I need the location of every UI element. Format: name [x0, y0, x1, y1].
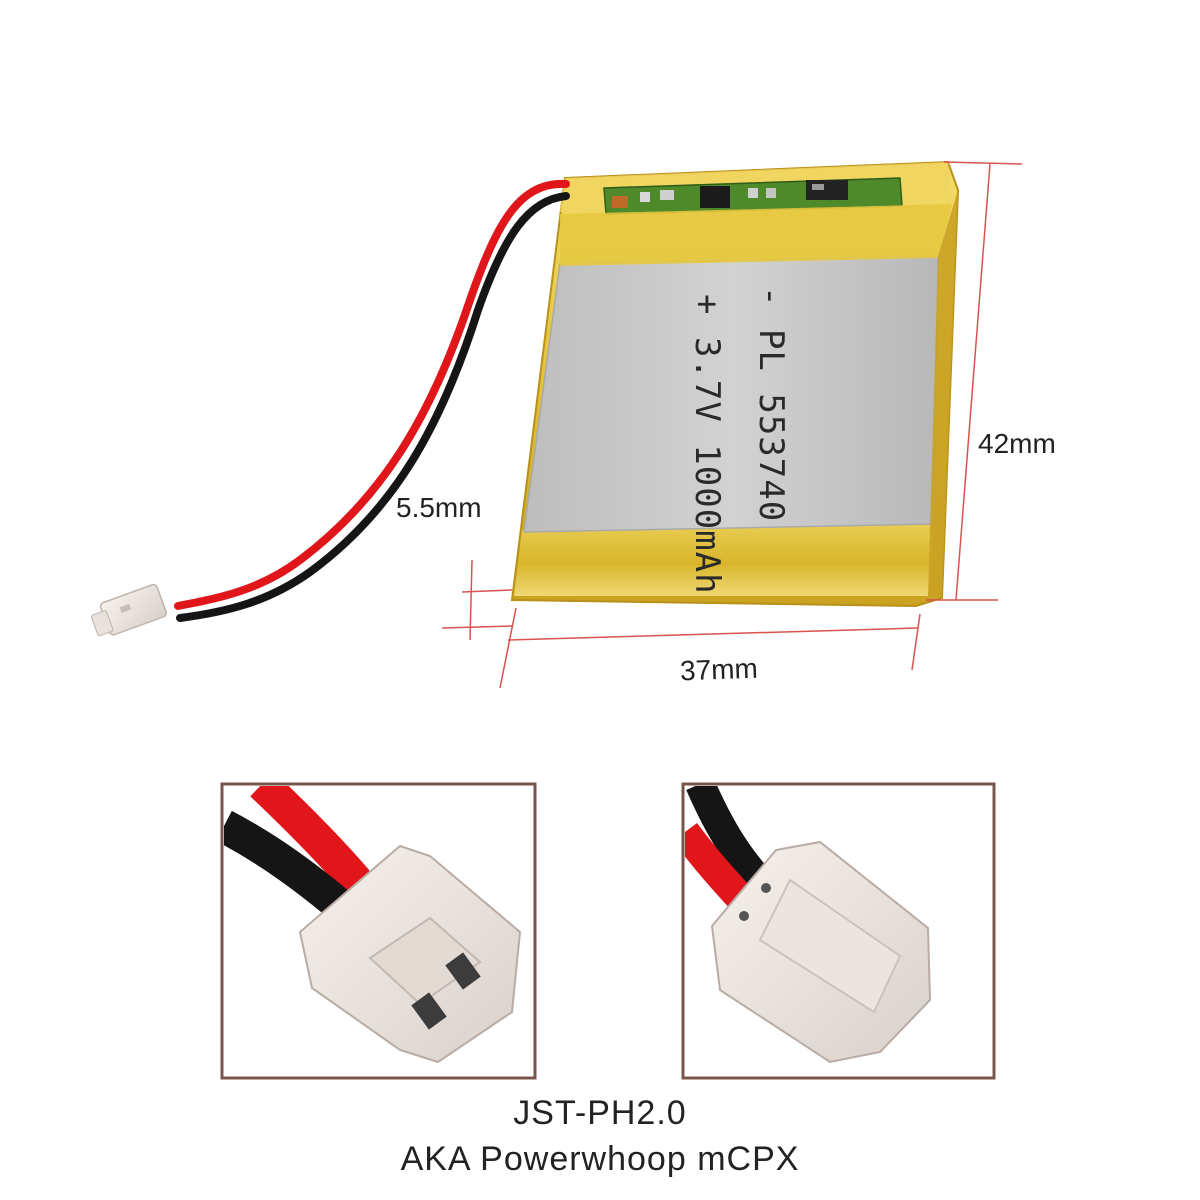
battery-model-text: - PL 553740: [751, 286, 791, 522]
connector-detail-back: [681, 782, 996, 1080]
battery-rating-text: + 3.7V 1000mAh: [687, 294, 727, 595]
protection-circuit-board: [603, 177, 903, 215]
thickness-dimension-label: 5.5mm: [396, 492, 482, 523]
connector-detail-front: [220, 782, 537, 1080]
connector-alias-caption: AKA Powerwhoop mCPX: [400, 1140, 800, 1178]
width-dimension-label: 37mm: [679, 652, 759, 687]
dimension-lines: [441, 161, 1023, 689]
battery-lower-wrap: [514, 524, 934, 596]
connector-type-caption: JST-PH2.0: [513, 1094, 687, 1132]
jst-connector-small: [90, 583, 168, 637]
lipo-battery: - PL 553740 + 3.7V 1000mAh: [510, 160, 960, 608]
battery-cell: [523, 255, 939, 533]
height-dimension-label: 42mm: [978, 428, 1056, 459]
battery-leads: [174, 179, 570, 622]
